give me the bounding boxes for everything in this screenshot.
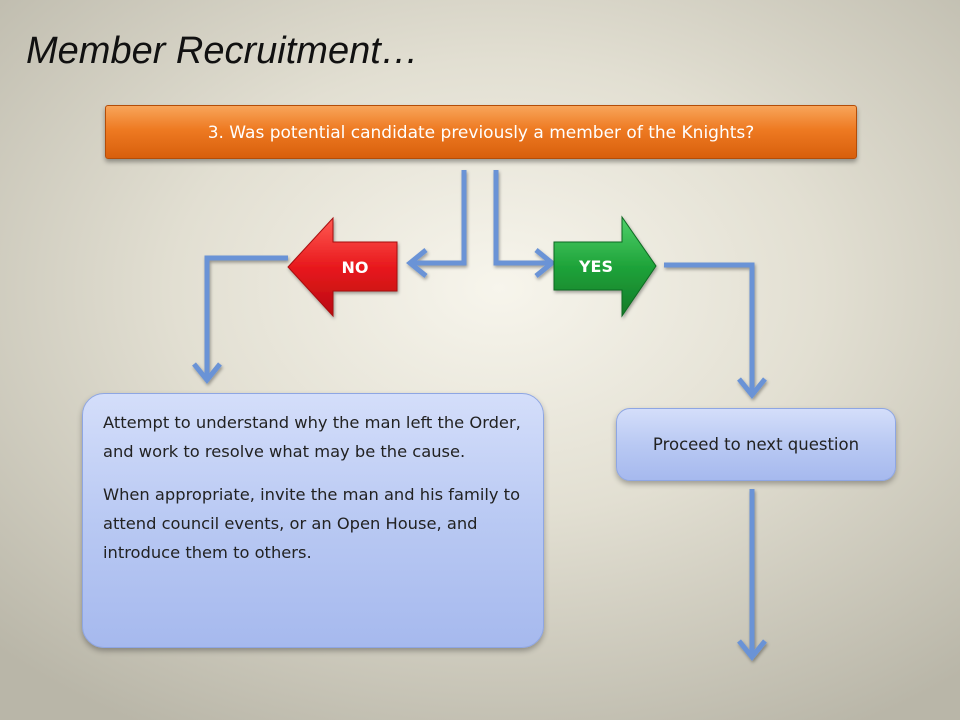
connector-to-yes-head: [534, 248, 556, 278]
no-arrow: NO: [287, 216, 398, 318]
no-label: NO: [342, 258, 369, 277]
connector-no-to-box: [204, 255, 288, 378]
no-outcome-paragraph-1: Attempt to understand why the man left t…: [103, 413, 521, 461]
connector-to-yes: [493, 170, 550, 266]
question-box: 3. Was potential candidate previously a …: [105, 105, 857, 159]
connector-to-no: [412, 170, 467, 266]
connector-to-no-head: [406, 248, 428, 278]
yes-label: YES: [578, 257, 613, 276]
no-outcome-paragraph-2: When appropriate, invite the man and his…: [103, 485, 521, 562]
connector-next-down-head: [737, 639, 767, 661]
connector-no-to-box-head: [192, 362, 222, 384]
yes-arrow: YES: [553, 215, 657, 318]
yes-outcome-box: Proceed to next question: [616, 408, 896, 481]
connector-yes-to-box-head: [737, 377, 767, 399]
connector-yes-to-box: [664, 262, 755, 393]
slide-title: Member Recruitment…: [26, 30, 419, 72]
no-outcome-box: Attempt to understand why the man left t…: [82, 393, 544, 648]
